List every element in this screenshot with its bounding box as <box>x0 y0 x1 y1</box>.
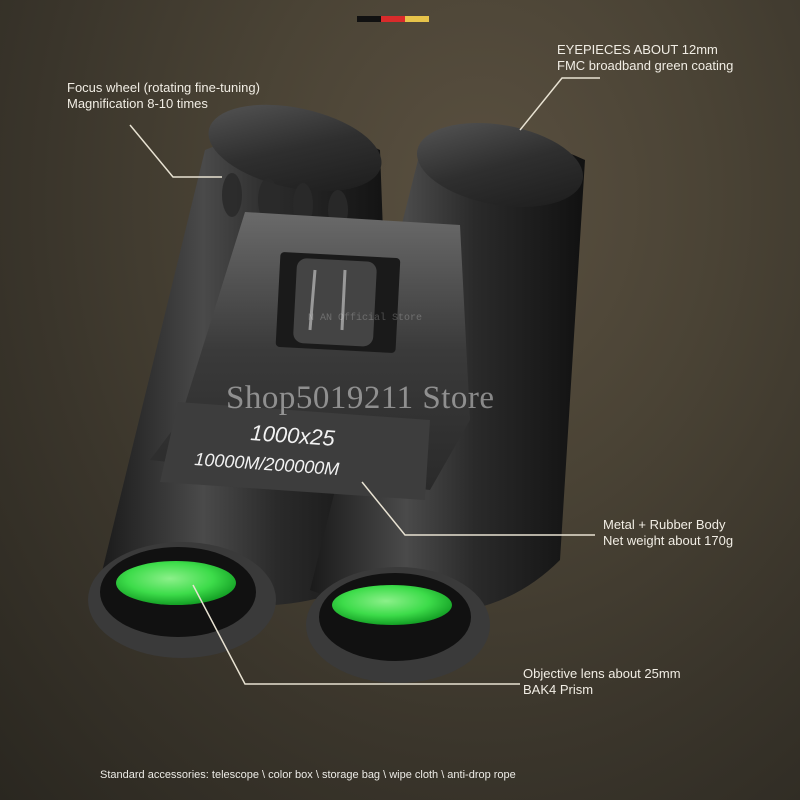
callout-body: Metal + Rubber Body Net weight about 170… <box>603 517 733 549</box>
callout-focus-wheel: Focus wheel (rotating fine-tuning) Magni… <box>67 80 260 112</box>
callout-eyepieces: EYEPIECES ABOUT 12mm FMC broadband green… <box>557 42 733 74</box>
flag-gold <box>405 16 429 22</box>
callout-focus-wheel-line2: Magnification 8-10 times <box>67 96 208 111</box>
callout-body-line1: Metal + Rubber Body <box>603 517 726 532</box>
accessories-footer: Standard accessories: telescope \ color … <box>100 769 516 781</box>
svg-text:1000x25: 1000x25 <box>250 420 337 451</box>
store-watermark: Shop5019211 Store <box>226 380 495 416</box>
flag-red <box>381 16 405 22</box>
callout-objective-line1: Objective lens about 25mm <box>523 666 681 681</box>
callout-body-line2: Net weight about 170g <box>603 533 734 548</box>
callout-eyepieces-line2: FMC broadband green coating <box>557 58 734 73</box>
callout-focus-wheel-line1: Focus wheel (rotating fine-tuning) <box>67 80 260 95</box>
callout-objective: Objective lens about 25mm BAK4 Prism <box>523 666 681 698</box>
callout-eyepieces-line1: EYEPIECES ABOUT 12mm <box>557 42 718 57</box>
watermark-small: N AN Official Store <box>308 313 423 324</box>
flag-black <box>357 16 381 22</box>
german-flag-bar <box>357 16 429 22</box>
callout-objective-line2: BAK4 Prism <box>523 682 594 697</box>
